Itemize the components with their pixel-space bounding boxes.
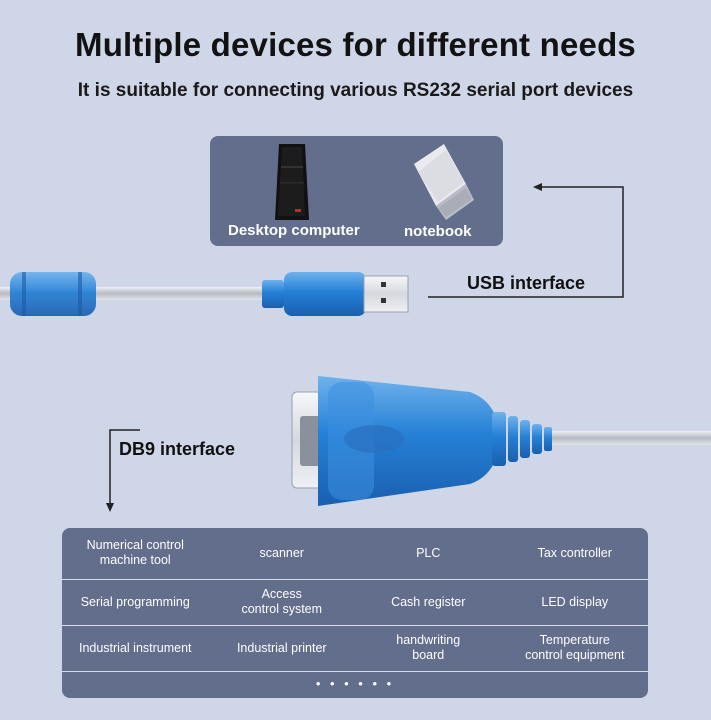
applications-row: Serial programming Access control system… — [62, 580, 648, 624]
row-divider — [62, 671, 648, 672]
laptop-icon — [414, 144, 474, 220]
applications-row: Numerical control machine tool scanner P… — [62, 528, 648, 578]
application-item: Temperature control equipment — [525, 633, 625, 662]
db9-connector — [291, 376, 552, 506]
application-item: Tax controller — [537, 545, 612, 560]
application-item: Industrial printer — [236, 640, 327, 655]
page-title: Multiple devices for different needs — [75, 26, 636, 63]
application-item: Cash register — [391, 594, 466, 609]
ferrite-bead — [10, 272, 96, 316]
db9-cable — [548, 431, 711, 445]
applications-panel: Numerical control machine tool scanner P… — [62, 528, 648, 698]
application-item: Industrial instrument — [78, 640, 192, 655]
application-item: Numerical control machine tool — [86, 538, 184, 567]
device-panel: Desktop computer notebook — [210, 136, 503, 246]
more-indicator: • • • • • • — [315, 676, 395, 691]
db9-arrow-head — [106, 503, 114, 512]
usb-arrow-head — [533, 183, 542, 191]
page-subtitle: It is suitable for connecting various RS… — [77, 80, 634, 101]
device-label-notebook: notebook — [404, 223, 472, 240]
desktop-tower-icon — [275, 144, 309, 220]
application-item: LED display — [541, 594, 609, 609]
row-divider — [62, 579, 648, 580]
usb-interface-label: USB interface — [467, 273, 586, 293]
usb-arrow-line — [428, 186, 624, 298]
applications-row: Industrial instrument Industrial printer… — [62, 626, 648, 670]
device-label-desktop: Desktop computer — [228, 222, 360, 239]
application-item: handwriting board — [396, 633, 461, 662]
usb-connector — [262, 272, 409, 316]
application-item: PLC — [416, 545, 441, 560]
application-item: scanner — [259, 545, 304, 560]
row-divider — [62, 625, 648, 626]
application-item: Serial programming — [80, 594, 190, 609]
application-item: Access control system — [241, 587, 323, 616]
db9-interface-label: DB9 interface — [119, 439, 236, 459]
db9-arrow-line — [109, 429, 140, 505]
